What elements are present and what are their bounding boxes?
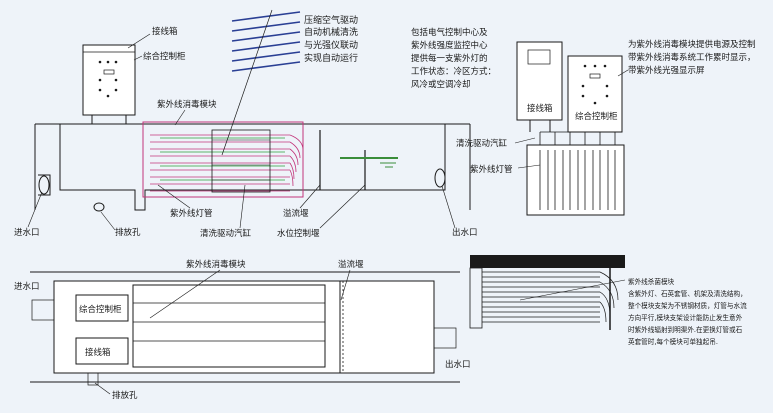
label-top-control: 综合控制柜: [143, 51, 186, 62]
label-uv-module: 紫外线消毒模块: [157, 99, 217, 110]
plan-label-control: 综合控制柜: [79, 304, 122, 315]
module-desc-line-6: 英套管时,每个模块可单独起吊.: [628, 337, 718, 346]
uv-lamps-side: [150, 134, 290, 192]
channel-body-detail: [526, 144, 625, 216]
clean-wiper-lines: [160, 137, 285, 181]
right-label-cabinet: 接线箱: [527, 103, 553, 114]
label-outlet: 出水口: [452, 227, 478, 238]
right-label-control: 综合控制柜: [575, 111, 618, 122]
cleaning-cylinder: [211, 129, 271, 193]
plan-cabinet-box: [75, 337, 129, 365]
plan-label-drain: 排放孔: [112, 390, 138, 401]
center-info-line-2: 紫外线强度监控中心: [411, 40, 488, 51]
center-info-note: 包括电气控制中心及 紫外线强度监控中心 提供每一支紫外灯的 工作状态：冷区方式：…: [411, 27, 496, 90]
label-drain: 排放孔: [115, 227, 141, 238]
plan-control-box: [75, 294, 129, 322]
module-desc-line-5: 时紫外线辐射到明渠外.在更换灯管或石: [628, 325, 743, 334]
label-uv-lamp: 紫外线灯管: [170, 208, 213, 219]
center-info-line-4: 工作状态：冷区方式：: [411, 66, 496, 77]
plan-label-overflow: 溢流堰: [338, 259, 364, 270]
plan-uv-module: [132, 284, 326, 368]
lamp-tubes-detail: [539, 150, 616, 210]
right-label-lamp: 紫外线灯管: [470, 164, 513, 175]
module-desc-line-2: 含紫外灯、石英套管、机架及清洗结构，: [628, 289, 747, 298]
right-info-line-2: 带紫外线消毒系统工作累时显示，: [628, 52, 756, 63]
module-detail: 紫外线杀菌模块 含紫外灯、石英套管、机架及清洗结构， 整个模块支架为不锈钢材质，…: [469, 255, 747, 346]
label-top-cabinet: 接线箱: [152, 26, 178, 37]
cabinet-detail-view: 接线箱 综合控制柜 清洗驱动汽缸 紫外线灯管 为紫外线消毒模块提供电源及控制 带…: [456, 39, 756, 216]
air-drive-line-2: 自动机械清洗: [304, 26, 358, 38]
module-desc-line-4: 方向平行,模块支架设计能防止发生意外: [628, 313, 743, 322]
module-desc-line-1: 紫外线杀菌模块: [628, 277, 675, 286]
label-clean-cyl: 清洗驱动汽缸: [200, 228, 252, 239]
outlet-pipe: [434, 168, 446, 188]
air-drive-line-4: 实现自动运行: [304, 52, 358, 64]
plan-label-cabinet: 接线箱: [85, 347, 111, 358]
right-info-line-1: 为紫外线消毒模块提供电源及控制: [628, 39, 756, 50]
lamp-end-bends: [289, 134, 304, 187]
plan-label-inlet: 进水口: [14, 281, 40, 292]
label-overflow-weir: 溢流堰: [283, 208, 309, 219]
air-drive-icon-lines: [231, 11, 301, 72]
air-drive-note: 压缩空气驱动 自动机械清洗 与光强仪联动 实现自动运行: [221, 9, 358, 156]
control-cabinet-box: [82, 44, 136, 116]
uv-module-frame: [142, 121, 304, 198]
center-info-line-1: 包括电气控制中心及: [411, 27, 488, 38]
module-desc-line-3: 整个模块支架为不锈钢材质，灯管与水流: [628, 301, 747, 310]
module-top-plate: [470, 255, 625, 268]
plan-label-outlet: 出水口: [445, 359, 471, 370]
junction-box-detail: [516, 41, 563, 121]
center-info-line-3: 提供每一支紫外灯的: [411, 53, 488, 64]
plan-view: 紫外线消毒模块 溢流堰 进水口 综合控制柜 接线箱 排放孔 出水口: [14, 259, 471, 401]
inlet-pipe: [38, 174, 51, 196]
label-inlet: 进水口: [14, 227, 40, 238]
label-level-weir: 水位控制堰: [277, 228, 320, 239]
module-lamps: [482, 271, 619, 323]
section-view: 接线箱 综合控制柜 紫外线消毒模块 紫外线灯管 清洗驱动汽缸 溢流堰 水位控制堰…: [14, 26, 478, 239]
air-drive-line-1: 压缩空气驱动: [304, 14, 358, 26]
air-drive-line-3: 与光强仪联动: [304, 39, 358, 51]
plan-label-uv-module: 紫外线消毒模块: [186, 259, 246, 270]
right-label-clean: 清洗驱动汽缸: [456, 138, 508, 149]
center-info-line-5: 风冷或空调冷却: [411, 79, 471, 90]
right-info-line-3: 带紫外线光强显示屏: [628, 65, 705, 76]
drain-hole: [93, 202, 105, 212]
control-cabinet-detail: [567, 55, 623, 133]
cabinet-indicators: [98, 60, 118, 98]
